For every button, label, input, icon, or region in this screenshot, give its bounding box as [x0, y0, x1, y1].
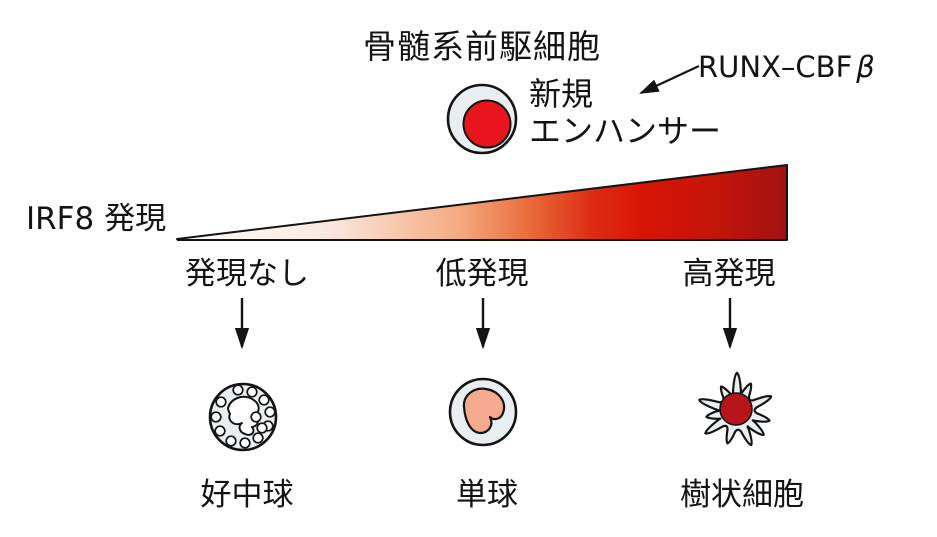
level-label-none: 発現なし [185, 256, 309, 292]
cell-label-monocyte: 単球 [456, 477, 518, 513]
cell-label-neutrophil: 好中球 [200, 477, 294, 513]
neutrophil-cell [208, 382, 278, 452]
level-label-high: 高発現 [682, 256, 776, 292]
title-myeloid-progenitor: 骨髄系前駆細胞 [363, 27, 601, 66]
neutrophil-granules [210, 384, 276, 449]
monocyte-cell [448, 377, 518, 447]
progenitor-cell [446, 83, 518, 155]
dendritic-cell [698, 371, 773, 447]
dendritic-nucleus [719, 392, 753, 426]
enhancer-label-line1: 新規 [529, 75, 594, 113]
enhancer-label-line2: エンハンサー [529, 112, 722, 150]
runx-arrow-icon [639, 65, 700, 94]
neutrophil-nucleus [227, 395, 260, 436]
runx-cbfb-label-beta: β [856, 50, 875, 84]
progenitor-nucleus [462, 99, 512, 149]
cell-label-dendritic: 樹状細胞 [680, 477, 804, 513]
runx-cbfb-label-main: RUNX–CBF [698, 50, 853, 84]
irf8-axis-label: IRF8 発現 [26, 201, 167, 237]
irf8-gradient-wedge [176, 164, 788, 241]
monocyte-nucleus [462, 387, 506, 435]
enhancer-label: 新規 エンハンサー [529, 76, 721, 150]
level-label-low: 低発現 [435, 256, 529, 292]
